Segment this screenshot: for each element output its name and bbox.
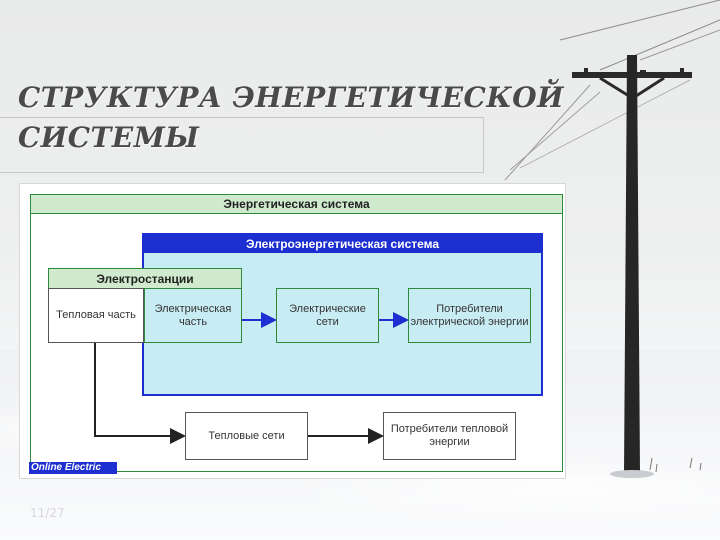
electric-part-label: Электрическая часть [154,302,232,328]
title-underline-frame [0,117,484,173]
heat-networks-label: Тепловые сети [208,429,285,442]
thermal-part-box: Тепловая часть [48,288,144,343]
energy-system-header: Энергетическая система [31,195,562,214]
electric-networks-box: Электрические сети [276,288,379,343]
slide-title: СТРУКТУРА ЭНЕРГЕТИЧЕСКОЙ СИСТЕМЫ [18,78,564,158]
arrow-thermal-part-to-heat-networks [94,343,186,444]
slide-title-line1: СТРУКТУРА ЭНЕРГЕТИЧЕСКОЙ [18,81,565,114]
thermal-part-label: Тепловая часть [56,309,136,321]
flow-arrows [94,312,409,444]
slide-title-line2: СИСТЕМЫ [18,121,200,154]
electric-part-box: Электрическая часть [144,288,242,343]
electric-networks-label: Электрические сети [289,302,366,328]
power-stations-header: Электростанции [49,269,241,290]
heat-consumers-label: Потребители тепловой энергии [390,423,509,448]
electric-consumers-box: Потребители электрической энергии [408,288,531,343]
online-electric-brand: Online Electric [29,462,117,474]
heat-consumers-box: Потребители тепловой энергии [383,412,516,460]
electric-power-system-header: Электроэнергетическая система [144,235,541,253]
page-number: 11/27 [30,506,65,520]
energy-system-diagram: Энергетическая система Электроэнергетиче… [19,183,566,479]
electric-consumers-label: Потребители электрической энергии [410,302,529,328]
